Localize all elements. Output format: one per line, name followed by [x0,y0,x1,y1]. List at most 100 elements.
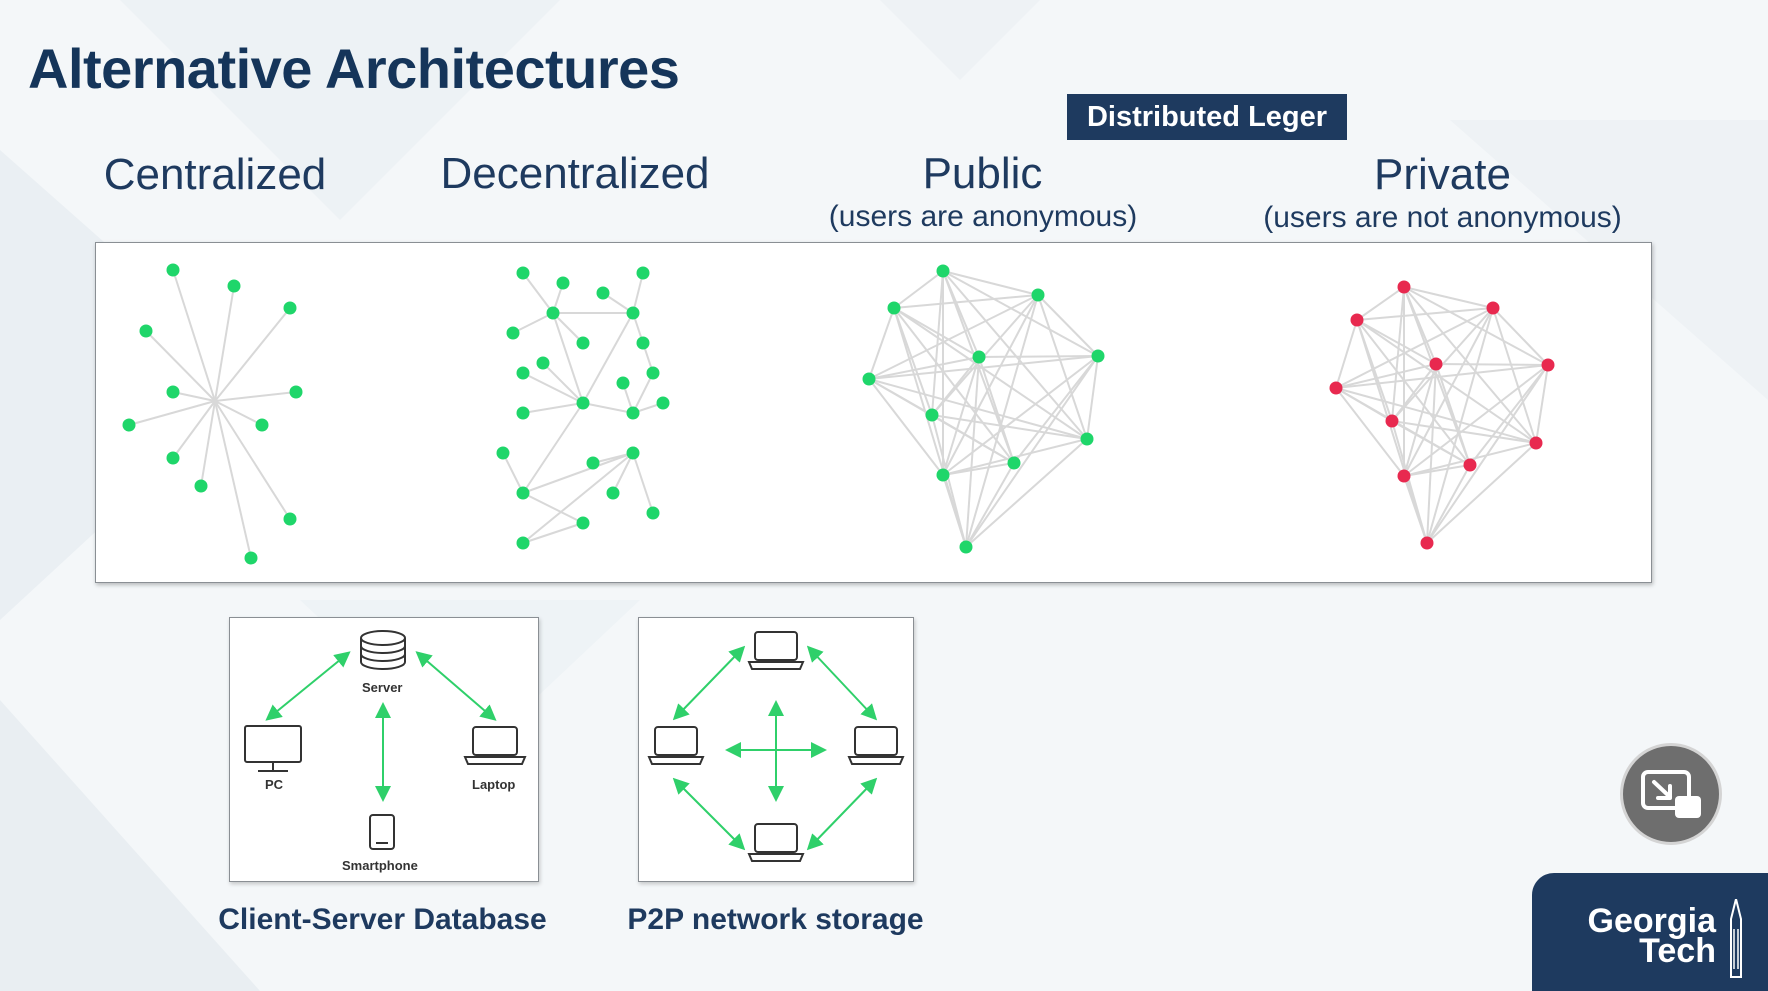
centralized-node [122,418,136,432]
network-topologies-panel [95,242,1652,583]
centralized-node [283,512,297,526]
private-edge [1469,364,1549,466]
georgia-tech-logo: Georgia Tech [1532,873,1768,991]
private-edge [1435,363,1471,466]
private-edge [1356,319,1437,365]
private-edge [1426,364,1549,544]
public-edge [965,294,1039,548]
public-edge [942,270,1088,440]
centralized-node [289,385,303,399]
decentralized-edge [632,372,654,414]
private-node [1420,536,1434,550]
private-edge [1426,464,1471,544]
decentralized-edge [522,492,584,524]
smartphone-icon [369,814,395,850]
centralized-edge [214,400,263,426]
centralized-node [139,324,153,338]
laptop-icon-left [648,726,704,765]
private-heading: Private [1374,150,1511,199]
decentralized-node [576,336,590,350]
decentralized-node [576,396,590,410]
decentralized-edge [612,452,634,494]
private-edge [1535,364,1549,444]
decentralized-node [626,406,640,420]
centralized-edge [145,330,216,402]
decentralized-node [496,446,510,460]
private-node [1486,301,1500,315]
public-node [936,264,950,278]
decentralized-node [586,456,600,470]
private-edge [1492,307,1549,366]
public-edge [931,356,980,416]
centralized-edge [214,285,235,402]
public-edge [893,270,944,309]
decentralized-edge [582,312,634,404]
decentralized-edge [632,452,654,514]
pc-label: PC [265,777,284,792]
public-edge [931,270,944,416]
private-node [1541,358,1555,372]
public-node [936,468,950,482]
decentralized-node [506,326,520,340]
private-edge [1335,364,1549,389]
public-edge [931,414,1015,464]
distributed-ledger-badge: Distributed Leger [1067,94,1347,140]
public-node [972,350,986,364]
public-edge [942,356,980,476]
centralized-edge [214,400,252,559]
decentralized-node [606,486,620,500]
decentralized-node [636,336,650,350]
private-edge [1403,464,1471,477]
private-edge [1403,475,1428,544]
tech-tower-icon [1730,899,1742,978]
private-node [1385,414,1399,428]
private-edge [1335,363,1437,389]
decentralized-edge [502,452,524,494]
decentralized-node [656,396,670,410]
centralized-edge [214,400,291,520]
public-edge [893,307,1015,464]
centralized-edge [172,391,216,402]
private-edge [1403,364,1549,477]
public-edge [868,294,1039,380]
decentralized-node [646,506,660,520]
centralized-node [283,301,297,315]
server-label: Server [362,680,403,695]
decentralized-node [576,516,590,530]
picture-in-picture-button[interactable] [1620,743,1722,845]
public-node [1007,456,1021,470]
private-edge [1391,420,1537,444]
private-node [1397,280,1411,294]
public-edge [931,414,1088,440]
laptop-icon [463,726,527,765]
decentralized-node [626,306,640,320]
private-edge [1492,307,1537,444]
picture-in-picture-exit-icon [1641,770,1701,818]
public-edge [978,356,1015,464]
public-edge [893,307,980,358]
p2p-diagram [638,617,914,882]
decentralized-node [516,536,530,550]
private-edge [1426,442,1537,544]
client-server-graphic [244,630,527,850]
private-subtitle: (users are not anonymous) [1263,201,1622,234]
public-node [887,301,901,315]
private-node [1397,469,1411,483]
logo-line-tech: Tech [1639,932,1716,970]
public-edge [942,474,967,548]
laptop-icon-top [748,631,804,670]
decentralized-edge [592,452,634,464]
laptop-icon-right [848,726,904,765]
centralized-node [166,385,180,399]
decentralized-edge [522,402,584,414]
private-node [1529,436,1543,450]
pc-monitor-icon [244,725,302,772]
private-edge [1391,420,1428,544]
public-edge [965,355,1099,548]
public-edge [942,355,1099,476]
public-edge [1037,294,1088,440]
logo-line-georgia: Georgia [1587,902,1716,940]
p2p-caption: P2P network storage [627,903,924,936]
private-edge [1335,307,1494,389]
public-node [1031,288,1045,302]
